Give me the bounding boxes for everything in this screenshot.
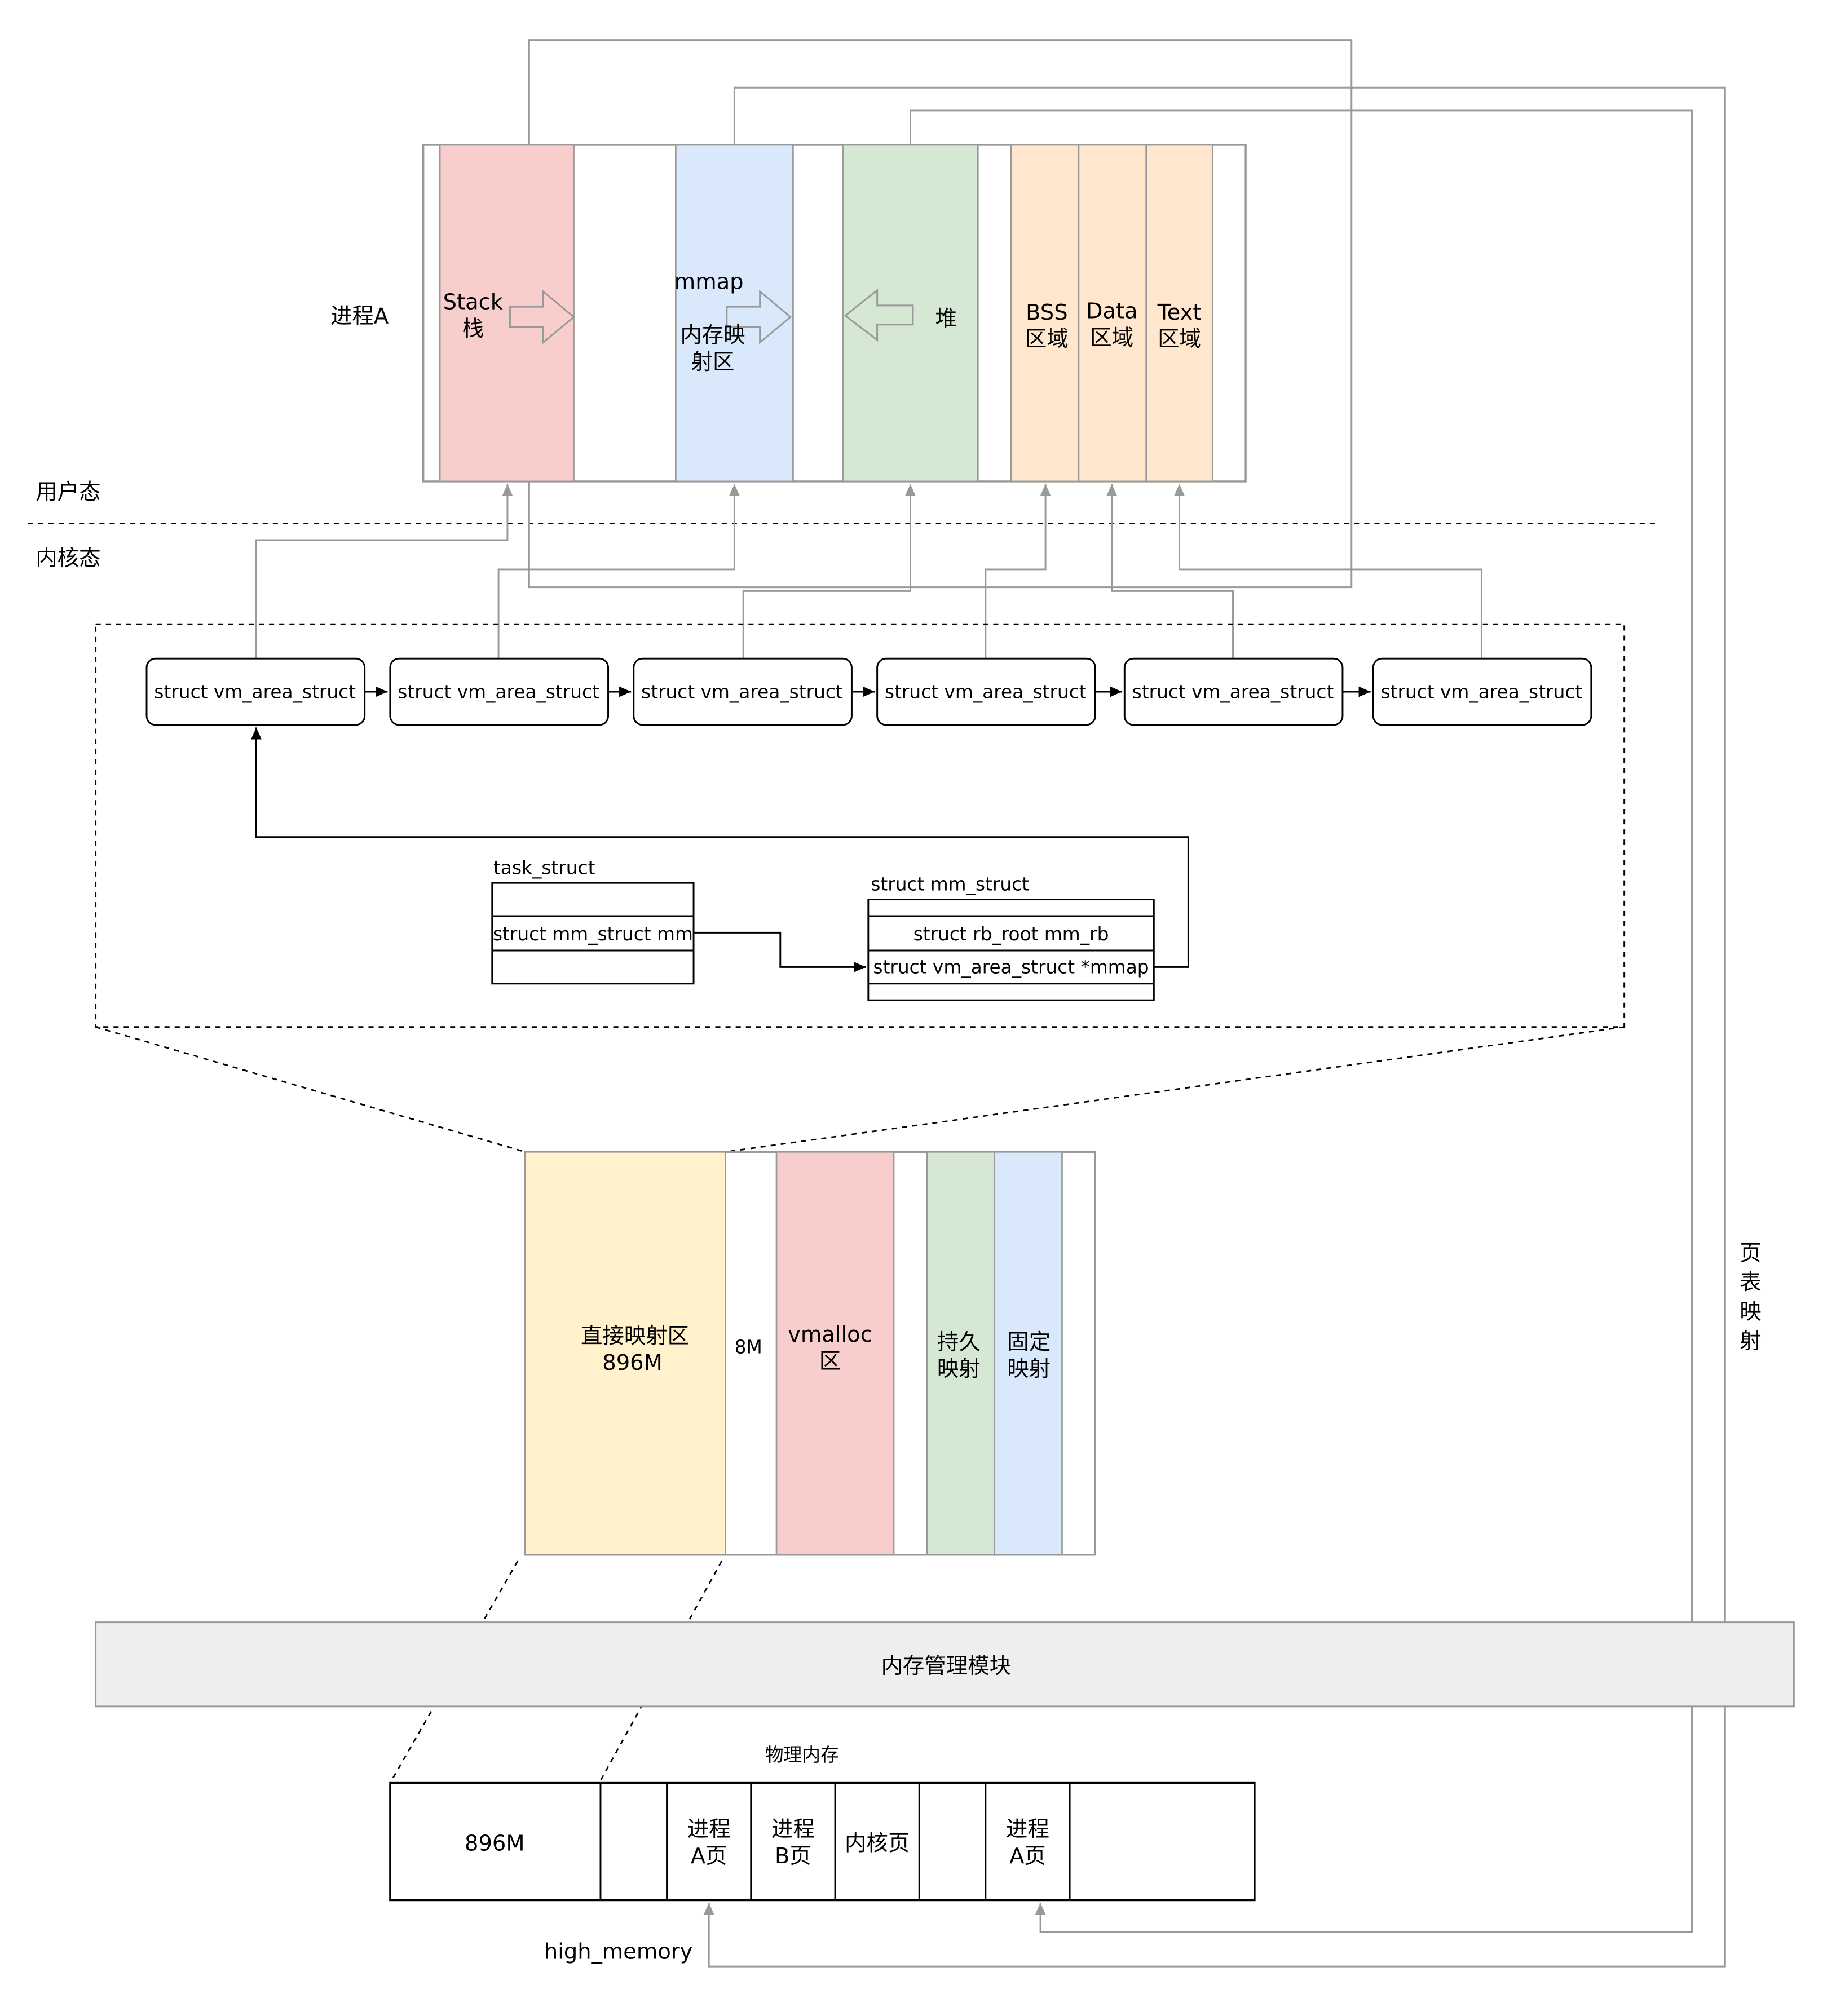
phys-proc-a-page-1-line1: 进程 [687, 1816, 731, 1842]
task-to-mm-arrow [694, 931, 866, 972]
direct-mapping-region [524, 1151, 726, 1556]
vma6-to-text [1174, 484, 1482, 659]
vmalloc-label-1: vmalloc [788, 1322, 872, 1347]
direct-mapping-label-2: 896M [602, 1350, 663, 1376]
high-memory-label: high_memory [544, 1939, 693, 1965]
heap-growth-arrow [844, 288, 914, 342]
vma-node-6-label: struct vm_area_struct [1381, 681, 1583, 702]
physical-memory-box [389, 1781, 1256, 1902]
phys-proc-a-page-2-line2: A页 [1009, 1843, 1046, 1869]
page-table-label-2: 表 [1740, 1270, 1761, 1295]
vma5-to-data [1106, 484, 1234, 659]
text-segment [1145, 144, 1213, 483]
user-mode-label: 用户态 [36, 480, 100, 505]
vma-segment-connectors [255, 484, 1482, 659]
physical-memory: 物理内存 896M 进程 A页 进程 B页 内核页 进程 A页 high_mem… [389, 1744, 1256, 1965]
task-struct-box [491, 882, 695, 985]
mmap-label-3: 射区 [691, 350, 735, 375]
heap-label: 堆 [935, 306, 957, 331]
vma2-to-mmap [497, 484, 740, 659]
process-address-space: 进程A Stack 栈 mmap 内存映 射区 堆 BSS 区域 Data 区域… [330, 144, 1247, 483]
persistent-mapping-label-1: 持久 [937, 1330, 981, 1355]
vma-node-3-label: struct vm_area_struct [641, 681, 843, 702]
vma-node-5-label: struct vm_area_struct [1132, 681, 1334, 702]
mmap-to-vma-list-arrow [251, 727, 1189, 968]
vma-node-6 [1372, 657, 1592, 726]
page-table-label-4: 射 [1740, 1328, 1761, 1354]
mm-struct-title: struct mm_struct [871, 874, 1029, 895]
phys-proc-b-page-line2: B页 [775, 1843, 811, 1869]
data-segment [1078, 144, 1148, 483]
vma1-to-stack [255, 484, 513, 659]
kernel-mode-label: 内核态 [36, 546, 100, 571]
zoom-line-left [95, 1026, 526, 1153]
phys-proc-a-page-2-line1: 进程 [1006, 1816, 1049, 1842]
data-label-1: Data [1086, 299, 1138, 324]
phys-proc-b-page-line1: 进程 [771, 1816, 815, 1842]
persistent-mapping-region [926, 1151, 996, 1556]
kernel-zoom-lines [95, 1026, 1625, 1153]
stack-label-1: Stack [443, 290, 504, 315]
persistent-mapping-label-2: 映射 [937, 1356, 981, 1382]
direct-map-line-left [389, 1560, 519, 1784]
heap-segment [842, 144, 979, 483]
page-table-mapping-label: 页 表 映 射 [1740, 1240, 1761, 1354]
vma-list: struct vm_area_struct struct vm_area_str… [145, 657, 1592, 726]
zoom-line-right [725, 1026, 1625, 1153]
gap-8m-label: 8M [735, 1337, 762, 1358]
mmap-growth-arrow [726, 289, 792, 344]
memory-management-module [95, 1621, 1795, 1708]
bss-label-2: 区域 [1025, 326, 1069, 352]
fixed-mapping-region [994, 1151, 1063, 1556]
mm-struct: struct mm_struct struct rb_root mm_rb st… [867, 874, 1155, 1001]
mm-rb-field: struct rb_root mm_rb [913, 923, 1109, 945]
vmalloc-label-2: 区 [819, 1349, 841, 1374]
physical-memory-title: 物理内存 [765, 1744, 839, 1766]
text-label-2: 区域 [1158, 326, 1201, 352]
task-struct-title: task_struct [493, 857, 595, 878]
page-table-label-1: 页 [1740, 1240, 1761, 1266]
task-struct-mm-field: struct mm_struct mm [493, 923, 693, 945]
data-label-2: 区域 [1090, 325, 1133, 351]
direct-mapping-label-1: 直接映射区 [581, 1323, 689, 1349]
fixed-mapping-label-2: 映射 [1007, 1356, 1051, 1382]
vma-node-1-label: struct vm_area_struct [154, 681, 356, 702]
memory-management-label: 内存管理模块 [881, 1654, 1011, 1679]
phys-proc-a-page-1-line2: A页 [691, 1843, 727, 1869]
task-struct: task_struct struct mm_struct mm [491, 857, 695, 985]
fixed-mapping-label-1: 固定 [1007, 1330, 1051, 1355]
stack-segment [439, 144, 575, 483]
mm-mmap-field: struct vm_area_struct *mmap [873, 957, 1149, 978]
mmap-to-high-memory-line [703, 86, 1726, 1968]
mmap-segment [675, 144, 794, 483]
stack-label-2: 栈 [462, 316, 484, 342]
vma3-to-heap [742, 484, 916, 659]
kernel-structures-box [95, 623, 1626, 1028]
bss-label-1: BSS [1026, 300, 1067, 325]
stack-growth-arrow [509, 289, 575, 344]
heap-to-process-a-page-line [909, 109, 1693, 1933]
vma-node-4-label: struct vm_area_struct [885, 681, 1087, 702]
process-a-label: 进程A [330, 304, 389, 329]
phys-kernel-page-label: 内核页 [845, 1831, 910, 1856]
vma-node-2-label: struct vm_area_struct [398, 681, 599, 702]
bss-segment [1010, 144, 1080, 483]
page-table-label-3: 映 [1740, 1299, 1761, 1324]
vma4-to-bss [985, 484, 1051, 659]
mmap-label-2: 内存映 [680, 322, 745, 348]
text-label-1: Text [1157, 300, 1202, 325]
mmap-label-1: mmap [674, 269, 744, 294]
vmalloc-region [775, 1151, 895, 1556]
phys-896m-label: 896M [465, 1831, 525, 1856]
kernel-address-space: 直接映射区 896M 8M vmalloc 区 持久 映射 固定 映射 [524, 1151, 1096, 1556]
